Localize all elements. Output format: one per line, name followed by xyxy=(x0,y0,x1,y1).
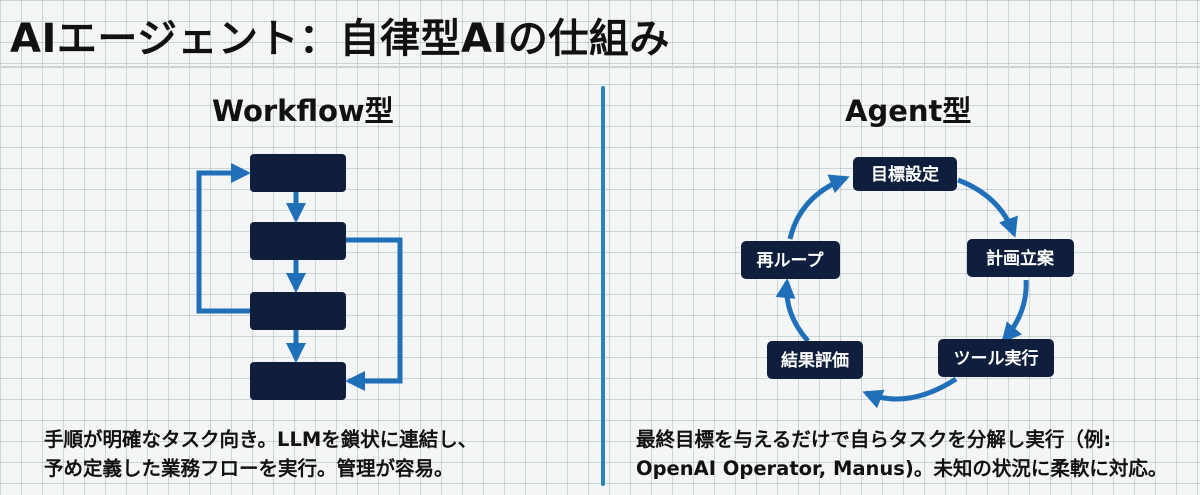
cycle-node-plan: 計画立案 xyxy=(967,239,1074,277)
agent-cycle-diagram: 目標設定 計画立案 ツール実行 結果評価 再ループ xyxy=(741,157,1074,409)
cycle-arrow-loop-to-goal xyxy=(787,174,850,240)
workflow-caption-line-2: 予め定義した業務フローを実行。管理が容易。 xyxy=(44,457,454,480)
page-title: AIエージェント：自律型AIの仕組み xyxy=(10,16,670,62)
agent-heading: Agent型 xyxy=(845,94,972,128)
workflow-heading: Workflow型 xyxy=(212,94,394,128)
title-underline xyxy=(0,66,1200,68)
workflow-skip-forward-arrow xyxy=(345,237,403,391)
agent-caption-line-1: 最終目標を与えるだけで自らタスクを分解し実行（例: xyxy=(636,428,1112,451)
cycle-arrow-eval-to-loop xyxy=(775,278,810,343)
agent-caption: 最終目標を与えるだけで自らタスクを分解し実行（例: OpenAI Operato… xyxy=(636,425,1167,483)
cycle-node-tool-label: ツール実行 xyxy=(954,348,1039,369)
cycle-node-loop: 再ループ xyxy=(741,241,840,279)
cycle-node-eval: 結果評価 xyxy=(767,341,863,379)
cycle-node-loop-label: 再ループ xyxy=(757,250,825,271)
workflow-step-4 xyxy=(250,362,346,400)
agent-caption-line-2: OpenAI Operator, Manus)。未知の状況に柔軟に対応。 xyxy=(636,457,1168,480)
cycle-arrow-goal-to-plan xyxy=(957,177,1018,238)
workflow-diagram xyxy=(196,154,403,400)
cycle-node-eval-label: 結果評価 xyxy=(781,350,849,371)
workflow-caption-line-1: 手順が明確なタスク向き。LLMを鎖状に連結し、 xyxy=(44,428,478,451)
section-divider xyxy=(601,86,605,486)
workflow-step-1 xyxy=(250,154,346,192)
cycle-arrow-tool-to-eval xyxy=(862,376,958,409)
cycle-arrow-plan-to-tool xyxy=(1001,279,1029,344)
workflow-step-3 xyxy=(250,292,346,330)
cycle-node-goal-label: 目標設定 xyxy=(871,164,939,185)
cycle-node-tool: ツール実行 xyxy=(938,339,1054,377)
workflow-step-2 xyxy=(250,222,346,260)
workflow-loop-back-arrow xyxy=(196,163,251,314)
cycle-node-goal: 目標設定 xyxy=(853,157,957,191)
workflow-caption: 手順が明確なタスク向き。LLMを鎖状に連結し、 予め定義した業務フローを実行。管… xyxy=(44,425,477,483)
cycle-node-plan-label: 計画立案 xyxy=(986,248,1055,269)
